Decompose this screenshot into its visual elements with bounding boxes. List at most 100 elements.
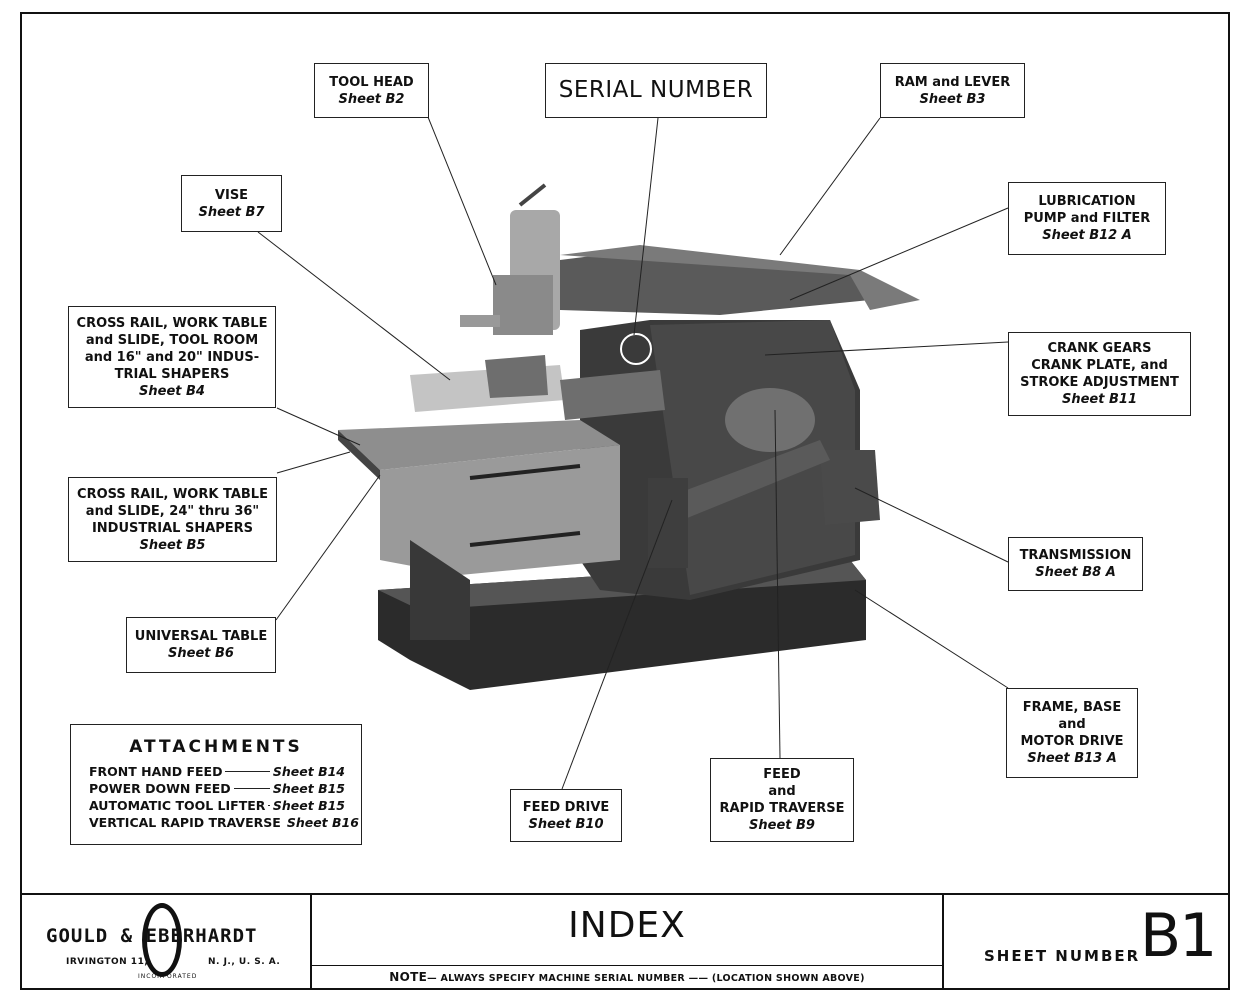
crank-gears-title-1: CRANK GEARS bbox=[1047, 341, 1152, 356]
vise-sheet: Sheet B7 bbox=[198, 204, 265, 220]
frame-base-title-1: FRAME, BASE bbox=[1022, 700, 1122, 715]
leader-serial bbox=[633, 117, 659, 336]
work-table bbox=[338, 420, 620, 470]
cross-rail-b5-title-2: and SLIDE, 24" thru 36" bbox=[85, 503, 260, 519]
cross-rail-b5-label: CROSS RAIL, WORK TABLE and SLIDE, 24" th… bbox=[68, 477, 277, 562]
tool-head-handle bbox=[518, 183, 547, 207]
leader-crank bbox=[764, 341, 1009, 356]
tool-head-spindle bbox=[460, 315, 500, 327]
attachment-leader bbox=[225, 771, 270, 772]
sheet-number-cell: SHEET NUMBER B1 bbox=[944, 895, 1228, 990]
attachment-row: VERTICAL RAPID TRAVERSE Sheet B16 bbox=[71, 814, 361, 831]
attachment-row: FRONT HAND FEED Sheet B14 bbox=[71, 763, 361, 780]
ram-top bbox=[560, 245, 920, 310]
feed-drive-label: FEED DRIVE Sheet B10 bbox=[510, 789, 622, 842]
logo-ring-icon bbox=[142, 903, 182, 977]
apron-slot-2 bbox=[469, 531, 581, 547]
index-title: INDEX bbox=[568, 905, 686, 946]
work-table-front bbox=[338, 430, 380, 480]
attachment-sheet: Sheet B14 bbox=[272, 764, 345, 779]
cross-rail bbox=[560, 370, 665, 420]
company-state: N. J., U. S. A. bbox=[208, 957, 281, 967]
leader-universal bbox=[275, 474, 381, 621]
serial-number-marker bbox=[620, 333, 652, 365]
leader-lubrication bbox=[789, 207, 1009, 301]
attachment-name: POWER DOWN FEED bbox=[89, 781, 231, 796]
crank-gears-sheet: Sheet B11 bbox=[1062, 392, 1137, 407]
feed-drive-rod bbox=[660, 440, 830, 525]
frame-base-sheet: Sheet B13 A bbox=[1027, 751, 1117, 766]
feed-rapid-sheet: Sheet B9 bbox=[749, 818, 815, 833]
crank-gears-title-2: CRANK PLATE, and bbox=[1031, 358, 1168, 373]
attachment-sheet: Sheet B16 bbox=[286, 815, 359, 830]
machine-foot bbox=[410, 540, 470, 640]
tool-head-label: TOOL HEAD Sheet B2 bbox=[314, 63, 429, 118]
column-face bbox=[650, 320, 855, 595]
note-prefix: NOTE bbox=[389, 970, 428, 984]
feed-drive-box bbox=[648, 478, 688, 568]
shaper-machine bbox=[338, 183, 920, 690]
company-incorporated: INCORPORATED bbox=[138, 973, 198, 980]
cross-rail-b5-title-1: CROSS RAIL, WORK TABLE bbox=[77, 486, 268, 502]
vise-jaw bbox=[485, 355, 548, 398]
serial-number-label: SERIAL NUMBER bbox=[545, 63, 767, 118]
leader-cross-rail-b5 bbox=[276, 451, 351, 474]
lubrication-title-1: LUBRICATION bbox=[1038, 194, 1136, 209]
leader-feed-drive bbox=[561, 499, 673, 790]
universal-table-sheet: Sheet B6 bbox=[168, 646, 234, 661]
feed-rapid-traverse-label: FEED and RAPID TRAVERSE Sheet B9 bbox=[710, 758, 854, 842]
cross-rail-b4-title-3: and 16" and 20" INDUS- bbox=[84, 349, 260, 365]
attachment-row: POWER DOWN FEED Sheet B15 bbox=[71, 780, 361, 797]
leader-lines bbox=[257, 116, 1009, 790]
frame-base-title-3: MOTOR DRIVE bbox=[1020, 734, 1124, 749]
feed-drive-sheet: Sheet B10 bbox=[528, 816, 604, 832]
vise-label: VISE Sheet B7 bbox=[181, 175, 282, 232]
tool-head-title: TOOL HEAD bbox=[329, 74, 414, 90]
leader-vise bbox=[257, 231, 451, 381]
leader-cross-rail-b4 bbox=[276, 407, 361, 446]
cross-rail-b4-sheet: Sheet B4 bbox=[139, 383, 205, 399]
attachment-name: FRONT HAND FEED bbox=[89, 764, 223, 779]
attachments-box: ATTACHMENTS FRONT HAND FEED Sheet B14 PO… bbox=[70, 724, 362, 845]
leader-frame bbox=[854, 589, 1009, 689]
lubrication-title-2: PUMP and FILTER bbox=[1023, 211, 1151, 226]
attachment-leader bbox=[268, 805, 270, 806]
ram-lever-sheet: Sheet B3 bbox=[919, 91, 986, 107]
leader-tool-head bbox=[427, 116, 497, 286]
leader-ram bbox=[779, 117, 881, 256]
leader-transmission bbox=[854, 487, 1009, 563]
feed-rapid-title-1: FEED bbox=[763, 767, 801, 782]
note-text: — ALWAYS SPECIFY MACHINE SERIAL NUMBER —… bbox=[427, 973, 865, 984]
cross-rail-b5-title-3: INDUSTRIAL SHAPERS bbox=[91, 520, 254, 536]
ram-lever-title: RAM and LEVER bbox=[894, 74, 1011, 90]
attachment-leader bbox=[233, 788, 270, 789]
ram-lever-label: RAM and LEVER Sheet B3 bbox=[880, 63, 1025, 118]
note-row: NOTE— ALWAYS SPECIFY MACHINE SERIAL NUMB… bbox=[312, 965, 942, 991]
transmission-title: TRANSMISSION bbox=[1019, 548, 1132, 563]
frame-base-label: FRAME, BASE and MOTOR DRIVE Sheet B13 A bbox=[1006, 688, 1138, 778]
attachment-sheet: Sheet B15 bbox=[272, 781, 345, 796]
sheet-number: B1 bbox=[1140, 901, 1217, 971]
frame-base-title-2: and bbox=[1058, 717, 1086, 732]
transmission-label: TRANSMISSION Sheet B8 A bbox=[1008, 537, 1143, 591]
drive-housing bbox=[725, 388, 815, 452]
company-logo-cell: GOULD & EBERHARDT IRVINGTON 11, N. J., U… bbox=[20, 895, 312, 990]
feed-rapid-title-2: and bbox=[768, 784, 796, 799]
leader-feed-rapid bbox=[774, 409, 781, 759]
universal-table-label: UNIVERSAL TABLE Sheet B6 bbox=[126, 617, 276, 673]
cross-rail-b4-title-4: TRIAL SHAPERS bbox=[114, 366, 230, 382]
vise-title: VISE bbox=[214, 187, 249, 203]
index-cell: INDEX NOTE— ALWAYS SPECIFY MACHINE SERIA… bbox=[312, 895, 944, 990]
universal-table-title: UNIVERSAL TABLE bbox=[134, 629, 268, 644]
feed-drive-title: FEED DRIVE bbox=[522, 799, 610, 815]
lubrication-label: LUBRICATION PUMP and FILTER Sheet B12 A bbox=[1008, 182, 1166, 255]
crank-gears-label: CRANK GEARS CRANK PLATE, and STROKE ADJU… bbox=[1008, 332, 1191, 416]
serial-number-text: SERIAL NUMBER bbox=[558, 77, 754, 103]
company-city: IRVINGTON 11, bbox=[66, 957, 149, 967]
attachment-name: VERTICAL RAPID TRAVERSE bbox=[89, 815, 281, 830]
title-block: GOULD & EBERHARDT IRVINGTON 11, N. J., U… bbox=[20, 893, 1230, 990]
tool-head-block bbox=[493, 275, 553, 335]
lubrication-sheet: Sheet B12 A bbox=[1042, 228, 1132, 243]
feed-rapid-title-3: RAPID TRAVERSE bbox=[719, 801, 845, 816]
sheet-number-label: SHEET NUMBER bbox=[984, 947, 1141, 965]
